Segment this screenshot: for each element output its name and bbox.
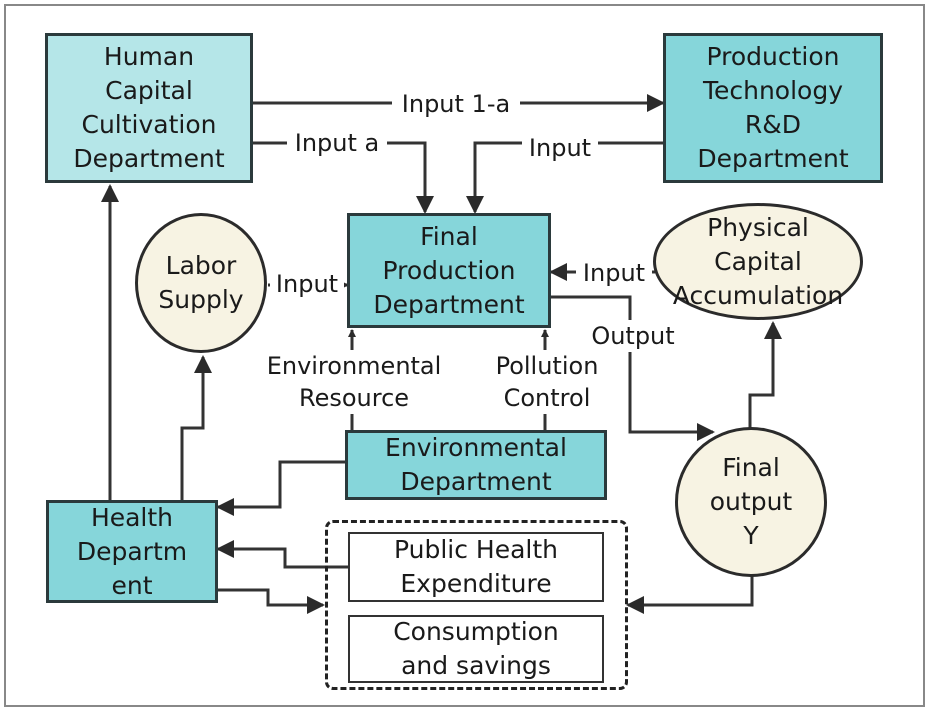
edge-env-to-health	[216, 460, 345, 516]
final-output-node: Final output Y	[675, 427, 827, 577]
edge-health-to-labor	[180, 355, 212, 500]
edge-output-to-consumption	[626, 575, 754, 614]
human-capital-node: Human Capital Cultivation Department	[45, 33, 253, 183]
consumption-node: Consumption and savings	[348, 615, 604, 683]
edge-input-rd	[466, 141, 663, 214]
production-tech-node: Production Technology R&D Department	[663, 33, 883, 183]
label-env-resource: Environmental Resource	[256, 350, 452, 414]
label-input-labor: Input	[270, 268, 344, 300]
label-input-capital: Input	[576, 257, 652, 289]
environmental-node: Environmental Department	[345, 430, 607, 500]
label-input-rd: Input	[522, 132, 598, 164]
edge-health-to-consumption	[218, 588, 325, 614]
label-input-1a: Input 1-a	[392, 88, 520, 120]
expenditure-group	[325, 520, 628, 690]
labor-supply-node: Labor Supply	[135, 213, 267, 353]
final-production-node: Final Production Department	[347, 213, 551, 328]
edge-publichealth-to-health	[216, 540, 348, 569]
label-input-a: Input a	[287, 127, 387, 159]
label-output: Output	[583, 320, 683, 352]
label-pollution: Pollution Control	[484, 350, 610, 414]
edge-output	[551, 295, 715, 441]
physical-capital-node: Physical Capital Accumulation	[653, 203, 863, 320]
health-node: Health Departm ent	[46, 500, 218, 603]
edge-output-to-capital	[748, 321, 782, 430]
public-health-node: Public Health Expenditure	[348, 532, 604, 602]
